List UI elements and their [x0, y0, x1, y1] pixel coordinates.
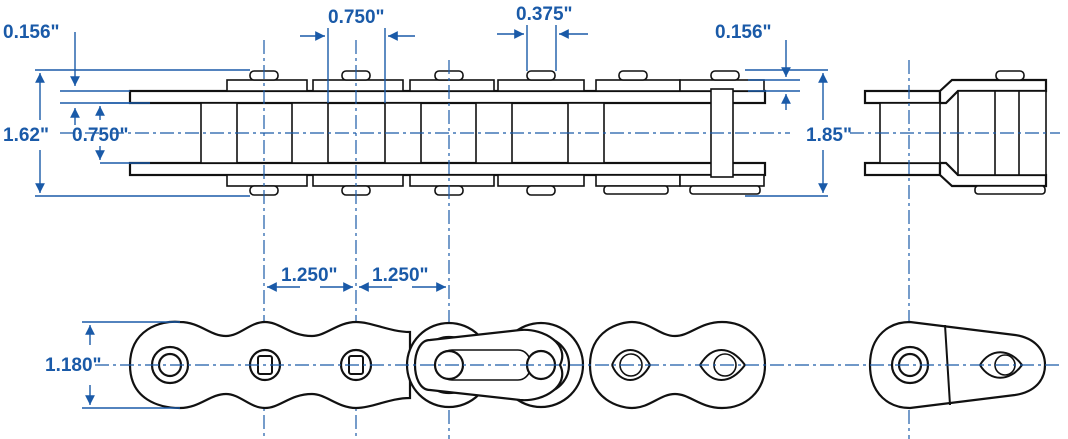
outer-plate-bottom	[128, 161, 767, 177]
inner-plate-bottom	[409, 174, 495, 187]
dim-label-inner-width: 0.750"	[72, 125, 129, 146]
pin-heads-top	[249, 70, 740, 81]
outer-plate-top	[128, 89, 767, 105]
dim-label-pitch-2: 1.250"	[372, 265, 429, 286]
inner-plate-top	[226, 79, 308, 92]
inner-plate-top	[312, 79, 404, 92]
inner-plate-bottom	[497, 174, 585, 187]
inner-plate-top	[595, 79, 681, 92]
inner-plate-bottom	[226, 174, 308, 187]
dim-label-plate-height: 1.180"	[45, 355, 102, 376]
end-view	[850, 60, 1060, 439]
inner-plate-bottom	[312, 174, 404, 187]
inner-plate-top	[409, 79, 495, 92]
inner-plate-top	[497, 79, 585, 92]
dim-label-roller-width: 0.375"	[516, 4, 573, 25]
pin-heads-bottom	[249, 185, 761, 196]
side-view	[95, 320, 1060, 410]
dimension-labels: 0.156" 0.750" 0.375" 0.156" 1.62" 0.750"…	[3, 4, 852, 376]
dim-label-overall-riveted: 1.62"	[3, 125, 49, 146]
dim-label-top-left-plate: 0.156"	[3, 22, 60, 43]
dim-label-pin-spacing: 0.750"	[328, 7, 385, 28]
dim-label-overall-cottered: 1.85"	[806, 125, 852, 146]
inner-plate-bottom	[595, 174, 681, 187]
dim-label-top-right-plate: 0.156"	[715, 22, 772, 43]
dimension-lines	[35, 25, 828, 409]
dim-label-pitch-1: 1.250"	[281, 265, 338, 286]
